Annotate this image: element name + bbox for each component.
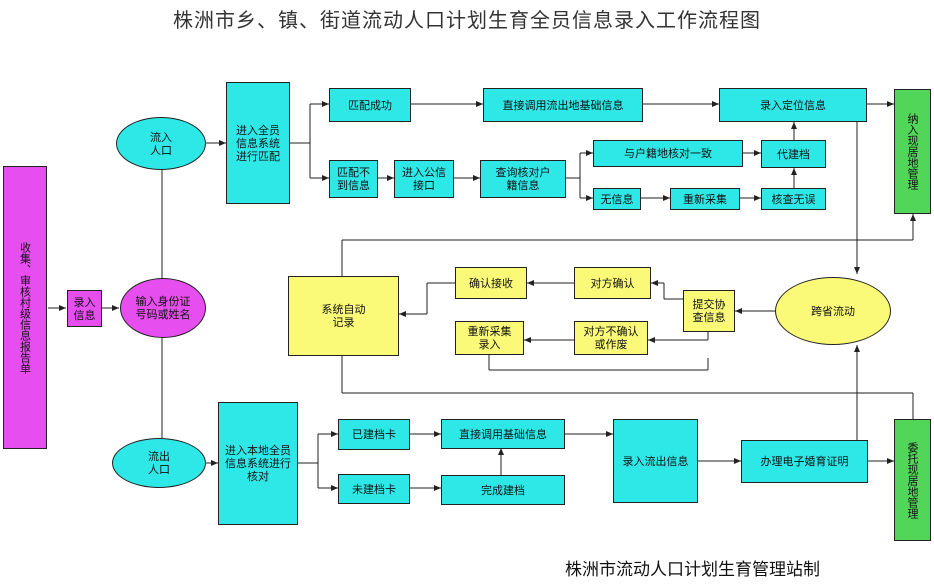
no-info-box: 无信息	[593, 188, 641, 210]
system-auto-record-box: 系统自动记录	[288, 276, 399, 356]
cross-province-label: 跨省流动	[811, 304, 855, 318]
entrust-residence-box: 委托现居地管理	[894, 419, 931, 541]
recollect-box: 重新采集	[670, 188, 740, 210]
recollect-label: 重新采集	[683, 192, 727, 206]
other-confirm-box: 对方确认	[574, 267, 651, 299]
direct-call-basic-box: 直接调用基础信息	[441, 419, 565, 449]
match-success-box: 匹配成功	[329, 88, 411, 122]
query-household-box: 查询核对户籍信息	[480, 160, 566, 198]
complete-file-box: 完成建档	[441, 475, 565, 505]
match-fail-box: 匹配不到信息	[329, 160, 378, 198]
confirm-receive-box: 确认接收	[455, 267, 527, 299]
verify-household-box: 与户籍地核对一致	[593, 140, 743, 167]
direct-call-outflow-box: 直接调用流出地基础信息	[483, 88, 643, 122]
enter-local-verify-box: 进入本地全员信息系统进行核对	[218, 402, 298, 525]
match-fail-label: 匹配不到信息	[337, 166, 370, 192]
enter-info-label: 录入信息	[73, 295, 96, 322]
proxy-file-box: 代建档	[761, 140, 826, 168]
recollect-entry-box: 重新采集录入	[455, 321, 524, 355]
include-residence-box: 纳入现居地管理	[894, 89, 931, 214]
other-unconfirmed-label: 对方不确认或作废	[583, 325, 639, 351]
outflow-oval: 流出人口	[112, 438, 206, 488]
not-filed-label: 未建档卡	[352, 482, 396, 496]
outflow-label: 流出人口	[148, 450, 170, 476]
enter-location-box: 录入定位信息	[719, 88, 867, 122]
enter-outflow-info-label: 录入流出信息	[622, 454, 689, 468]
cross-province-oval: 跨省流动	[775, 277, 891, 345]
filed-box: 已建档卡	[338, 419, 410, 450]
enter-location-label: 录入定位信息	[760, 98, 826, 112]
proxy-file-label: 代建档	[777, 147, 810, 161]
footer-credit: 株洲市流动人口计划生育管理站制	[565, 560, 820, 580]
inflow-oval: 流入人口	[116, 117, 206, 170]
direct-call-outflow-label: 直接调用流出地基础信息	[502, 98, 624, 112]
e-certificate-box: 办理电子婚育证明	[741, 440, 868, 483]
e-certificate-label: 办理电子婚育证明	[760, 455, 849, 468]
verify-ok-box: 核查无误	[761, 188, 826, 210]
enter-system-match-label: 进入全员信息系统进行匹配	[236, 123, 280, 163]
verify-ok-label: 核查无误	[771, 192, 816, 206]
filed-label: 已建档卡	[352, 428, 396, 441]
confirm-receive-label: 确认接收	[469, 276, 513, 290]
submit-review-box: 提交协查信息	[683, 290, 735, 332]
enter-public-label: 进入公信接口	[402, 166, 446, 192]
input-id-oval: 输入身份证号码或姓名	[120, 278, 206, 338]
enter-local-verify-label: 进入本地全员信息系统进行核对	[225, 444, 291, 483]
inflow-label: 流入人口	[150, 130, 172, 157]
input-id-label: 输入身份证号码或姓名	[135, 295, 191, 321]
enter-info-box: 录入信息	[67, 290, 102, 327]
collect-report-label: 收集、审核村级信息报告单	[18, 241, 32, 374]
collect-report-box: 收集、审核村级信息报告单	[3, 166, 47, 449]
verify-household-label: 与户籍地核对一致	[624, 147, 712, 160]
no-info-label: 无信息	[600, 192, 634, 206]
page-title: 株洲市乡、镇、街道流动人口计划生育全员信息录入工作流程图	[173, 8, 761, 32]
entrust-residence-label: 委托现居地管理	[906, 441, 919, 519]
enter-outflow-info-box: 录入流出信息	[613, 419, 698, 503]
system-auto-record-label: 系统自动记录	[321, 303, 366, 329]
direct-call-basic-label: 直接调用基础信息	[459, 427, 547, 441]
enter-public-box: 进入公信接口	[394, 160, 454, 198]
not-filed-box: 未建档卡	[338, 474, 410, 504]
recollect-entry-label: 重新采集录入	[467, 325, 512, 351]
query-household-label: 查询核对户籍信息	[495, 166, 551, 192]
complete-file-label: 完成建档	[481, 483, 525, 497]
submit-review-label: 提交协查信息	[692, 298, 726, 324]
match-success-label: 匹配成功	[348, 98, 392, 112]
other-confirm-label: 对方确认	[590, 276, 635, 290]
other-unconfirmed-box: 对方不确认或作废	[574, 321, 648, 355]
include-residence-label: 纳入现居地管理	[906, 113, 919, 190]
enter-system-match-box: 进入全员信息系统进行匹配	[226, 82, 290, 204]
